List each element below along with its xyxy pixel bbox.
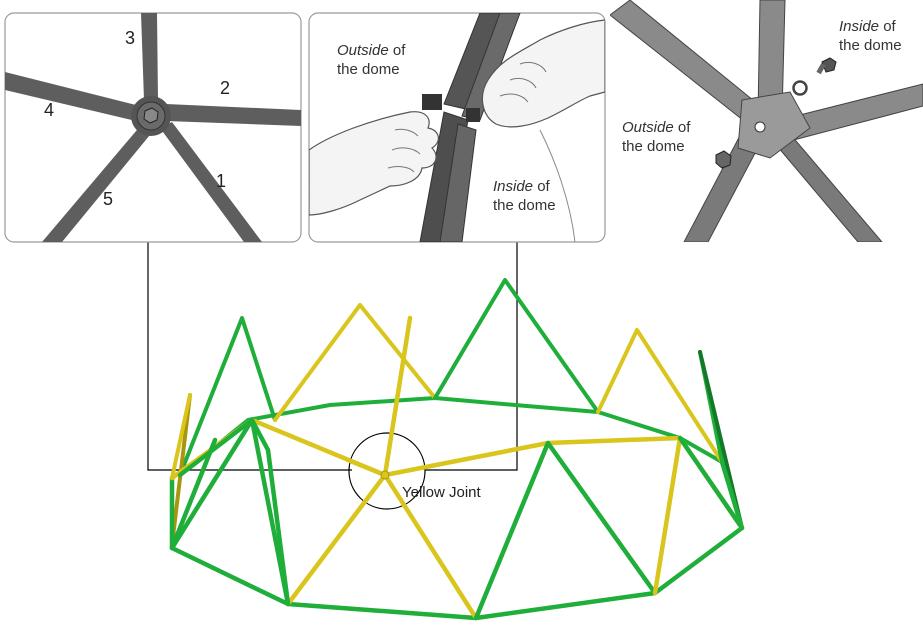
- leader-lines: [147, 242, 518, 510]
- dome-back-triangles: [170, 278, 744, 547]
- panel-bolt-tightening: Outside of the dome Inside of the dome: [308, 12, 606, 243]
- outside-dome-label: Outside of the dome: [337, 42, 410, 78]
- bolt-icon: [816, 57, 837, 75]
- dome-back-ring: [178, 396, 724, 477]
- strut-number-3: 3: [125, 28, 135, 48]
- strut-number-4: 4: [44, 100, 54, 120]
- dome-front-ring: [169, 459, 745, 621]
- outside-dome-label-exploded: Outside of the dome: [622, 119, 695, 155]
- strut-number-2: 2: [220, 78, 230, 98]
- dome-frame: [169, 278, 745, 621]
- joint-highlight-circle: [348, 432, 426, 510]
- panel-exploded-hub: Outside of the dome Inside of the dome: [610, 0, 923, 242]
- panel-hub-numbering: 3 2 4 1 5: [4, 12, 302, 243]
- strut-number-1: 1: [216, 171, 226, 191]
- yellow-joint-strut: [345, 315, 413, 478]
- yellow-joint-hub: [380, 470, 390, 480]
- strut-number-5: 5: [103, 189, 113, 209]
- yellow-joint-label: Yellow Joint: [402, 484, 481, 501]
- inside-dome-label: Inside of the dome: [493, 178, 556, 214]
- inside-dome-label-exploded: Inside of the dome: [839, 18, 902, 54]
- dome-front-triangles: [169, 417, 745, 621]
